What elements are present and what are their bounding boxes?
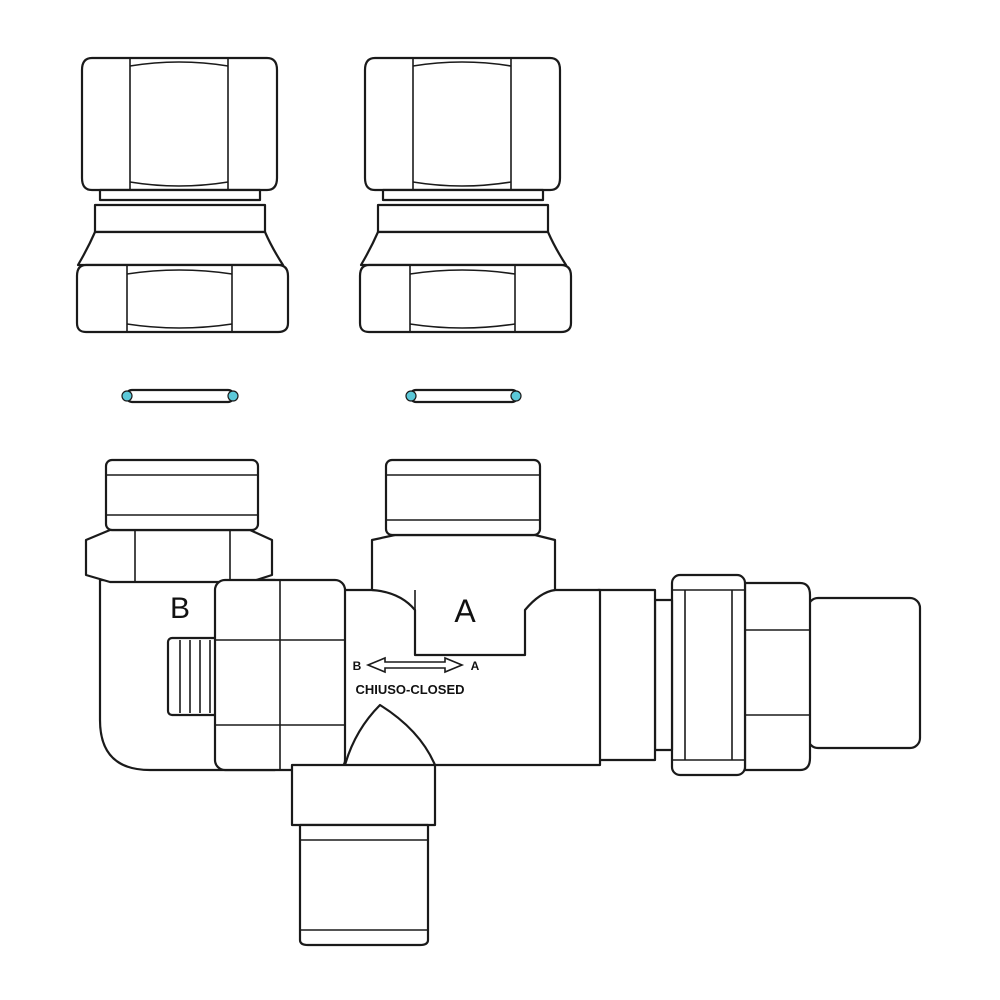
compression-nut-left — [75, 56, 290, 334]
arrow-b-label: B — [353, 659, 362, 673]
valve-body — [84, 458, 922, 947]
o-ring-left — [121, 388, 239, 404]
port-a-label: A — [454, 593, 476, 629]
flow-direction-arrow-icon — [365, 656, 465, 674]
compression-nut-right — [358, 56, 573, 334]
arrow-a-label: A — [471, 659, 480, 673]
port-b-label: B — [170, 592, 190, 625]
o-ring-right — [405, 388, 522, 404]
position-label: CHIUSO-CLOSED — [355, 682, 464, 697]
